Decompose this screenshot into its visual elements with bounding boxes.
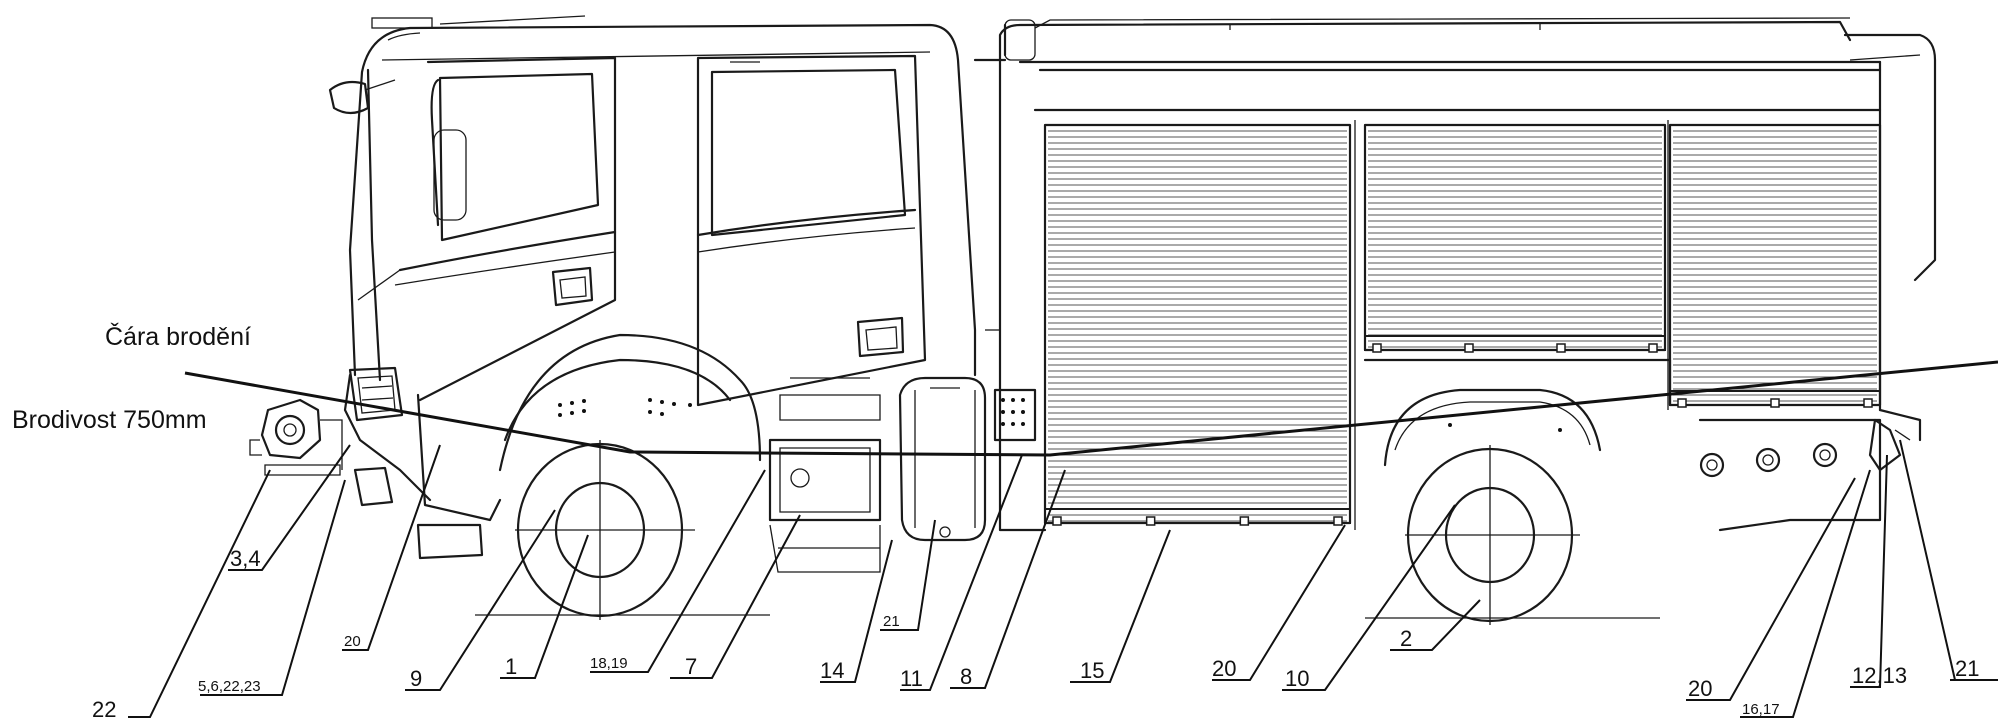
wading-depth-label: Brodivost 750mm bbox=[12, 406, 207, 434]
callout-21-rear: 21 bbox=[1955, 656, 1979, 681]
wading-line bbox=[184, 360, 1998, 457]
callout-15: 15 bbox=[1080, 658, 1104, 683]
callout-11: 11 bbox=[900, 666, 923, 691]
fuel-tank bbox=[898, 376, 987, 542]
callout-20-cab: 20 bbox=[344, 633, 361, 650]
cab bbox=[328, 15, 977, 573]
shutter-right bbox=[1668, 123, 1882, 408]
callout-22: 22 bbox=[92, 697, 116, 720]
front-equipment bbox=[249, 398, 343, 476]
battery-box bbox=[993, 388, 1037, 442]
rear-wheel-arch bbox=[1383, 388, 1602, 467]
callout-20-body: 20 bbox=[1212, 656, 1236, 681]
leader-lines bbox=[128, 439, 1998, 718]
rear-connectors bbox=[1699, 442, 1838, 478]
superstructure bbox=[973, 17, 1937, 532]
callout-5-6-22-23: 5,6,22,23 bbox=[198, 678, 261, 695]
callout-16-17: 16,17 bbox=[1742, 701, 1780, 718]
callout-12-13: 12,13 bbox=[1852, 663, 1907, 688]
callout-8: 8 bbox=[960, 664, 972, 689]
rear-wheel bbox=[1405, 445, 1580, 625]
callout-18-19: 18,19 bbox=[590, 655, 628, 672]
shutter-middle bbox=[1363, 123, 1667, 353]
callout-1: 1 bbox=[505, 654, 517, 679]
callout-9: 9 bbox=[410, 666, 422, 691]
callout-3-4: 3,4 bbox=[230, 546, 261, 571]
arch-vent bbox=[558, 398, 692, 417]
callout-20-rear: 20 bbox=[1688, 676, 1712, 701]
callout-7: 7 bbox=[685, 654, 697, 679]
callout-10: 10 bbox=[1285, 666, 1309, 691]
wading-line-label: Čára brodění bbox=[105, 322, 251, 351]
shutter-left bbox=[1043, 123, 1352, 526]
callout-14: 14 bbox=[820, 658, 844, 683]
front-wheel bbox=[515, 440, 695, 620]
callout-21-tank: 21 bbox=[883, 613, 900, 630]
callout-2: 2 bbox=[1400, 626, 1412, 651]
